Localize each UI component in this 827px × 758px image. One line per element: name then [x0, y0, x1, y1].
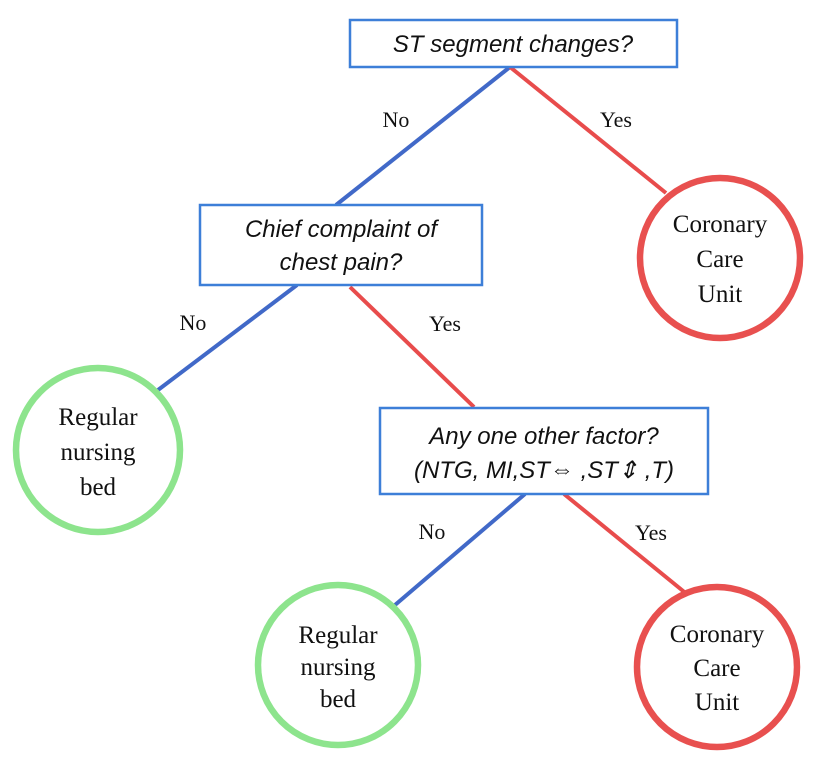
edge-label-q1-yes: Yes [600, 107, 632, 132]
leaf-text-line2: Care [696, 246, 743, 273]
edge-q3-yes [562, 492, 690, 597]
leaf-text-line1: Regular [58, 404, 138, 431]
edge-q1-yes [508, 65, 668, 195]
question-text-line1: Any one other factor? [427, 423, 659, 450]
leaf-text-line2: Care [693, 655, 740, 682]
leaf-text-line2: nursing [61, 439, 137, 466]
question-node-chest-pain: Chief complaint of chest pain? [198, 203, 484, 287]
leaf-text-line1: Coronary [670, 621, 765, 648]
leaf-text-line3: Unit [695, 689, 740, 716]
edge-q2-no [156, 283, 299, 392]
edge-label-q3-yes: Yes [635, 520, 667, 545]
leaf-text-line2: nursing [301, 654, 377, 681]
leaf-text-line3: Unit [698, 281, 743, 308]
edge-q2-yes [348, 285, 476, 409]
edge-label-q3-no: No [419, 519, 446, 544]
edge-label-q1-no: No [383, 107, 410, 132]
leaf-coronary-care-unit-2: Coronary Care Unit [633, 583, 801, 751]
question-node-other-factor: Any one other factor? (NTG, MI,ST⇔ ,ST⇕ … [378, 406, 710, 496]
leaf-text-line3: bed [320, 686, 357, 713]
edge-q3-no [393, 492, 527, 607]
leaf-regular-nursing-bed-2: Regular nursing bed [254, 581, 422, 749]
edge-label-q2-no: No [180, 310, 207, 335]
question-text-line2: chest pain? [280, 249, 403, 276]
question-text-line1: Chief complaint of [245, 216, 439, 243]
question-text: ST segment changes? [393, 31, 634, 58]
question-node-st-segment: ST segment changes? [348, 18, 679, 69]
leaf-regular-nursing-bed-1: Regular nursing bed [12, 364, 184, 536]
leaf-text-line1: Coronary [673, 211, 768, 238]
leaf-coronary-care-unit-1: Coronary Care Unit [636, 174, 804, 342]
question-text-line2: (NTG, MI,ST⇔ ,ST⇕ ,T) [414, 457, 674, 484]
edge-q1-no [334, 65, 512, 207]
leaf-text-line3: bed [80, 474, 117, 501]
edge-label-q2-yes: Yes [429, 311, 461, 336]
leaf-text-line1: Regular [298, 622, 378, 649]
